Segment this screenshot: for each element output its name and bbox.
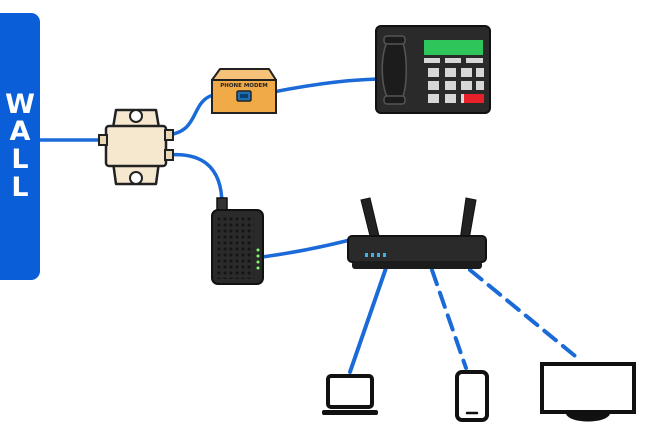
cable-splitter-modem	[165, 152, 224, 207]
cable-splitter-phone-modem	[165, 93, 215, 137]
wall-letter: L	[11, 172, 28, 203]
wall-letter: W	[5, 89, 35, 120]
smartphone-icon	[455, 370, 489, 422]
line-splitter-icon	[98, 108, 174, 186]
desk-phone-icon	[375, 25, 491, 114]
television-icon	[540, 362, 636, 422]
cable-modem-icon	[211, 197, 264, 285]
wireless-router-phone	[430, 268, 468, 370]
red-key	[464, 94, 484, 103]
phone-modem-box-icon: PHONE MODEM	[211, 68, 277, 114]
wall-letter: A	[10, 116, 31, 147]
laptop-icon	[322, 374, 378, 415]
phone-modem-label: PHONE MODEM	[220, 83, 268, 89]
wifi-router-icon	[347, 197, 487, 269]
wall-letter: L	[11, 144, 28, 175]
router-leds	[365, 253, 386, 257]
cable-router-laptop	[348, 266, 388, 374]
wall-panel: W A L L	[0, 13, 40, 280]
cable-modem-router	[260, 238, 352, 259]
wireless-router-tv	[468, 268, 582, 362]
